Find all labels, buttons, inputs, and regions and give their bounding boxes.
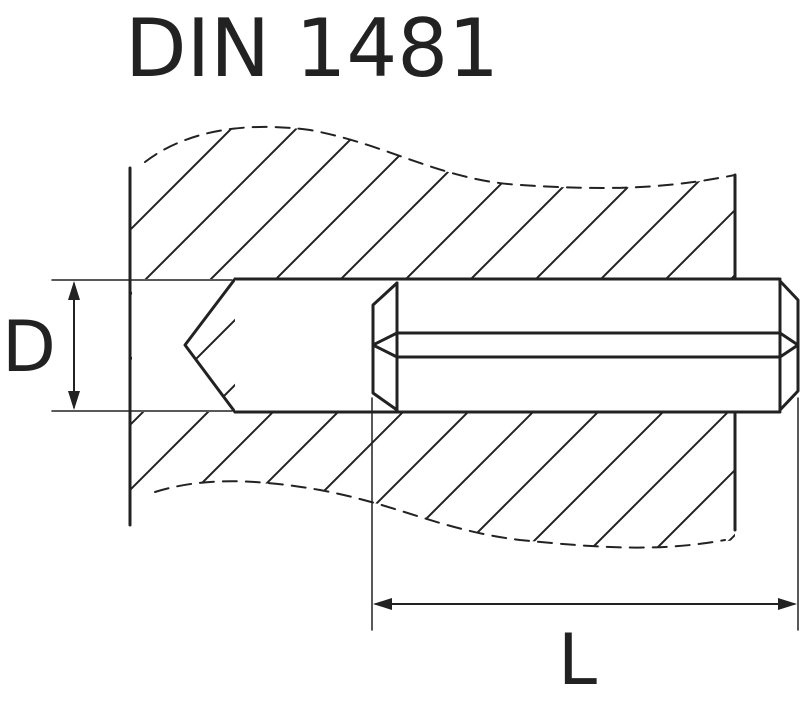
drawing-title: DIN 1481 <box>125 2 499 95</box>
lower-break-line <box>154 480 726 549</box>
length-label: L <box>558 619 597 701</box>
pin-body <box>235 279 798 412</box>
hatch-line <box>130 126 261 548</box>
hatch-line <box>130 126 456 548</box>
pin-left-chamfer <box>371 281 399 412</box>
diameter-label: D <box>2 306 56 388</box>
hatch-line <box>494 126 735 548</box>
hatch-line <box>624 126 735 548</box>
hole-drill-tip <box>183 277 237 414</box>
upper-break-line <box>144 125 736 189</box>
spring-pin <box>233 277 800 414</box>
length-dimension: L <box>371 397 799 701</box>
pin-slot <box>371 331 800 359</box>
hatch-line <box>130 126 326 548</box>
diameter-dimension: D <box>2 279 233 412</box>
hatch-line <box>559 126 735 548</box>
